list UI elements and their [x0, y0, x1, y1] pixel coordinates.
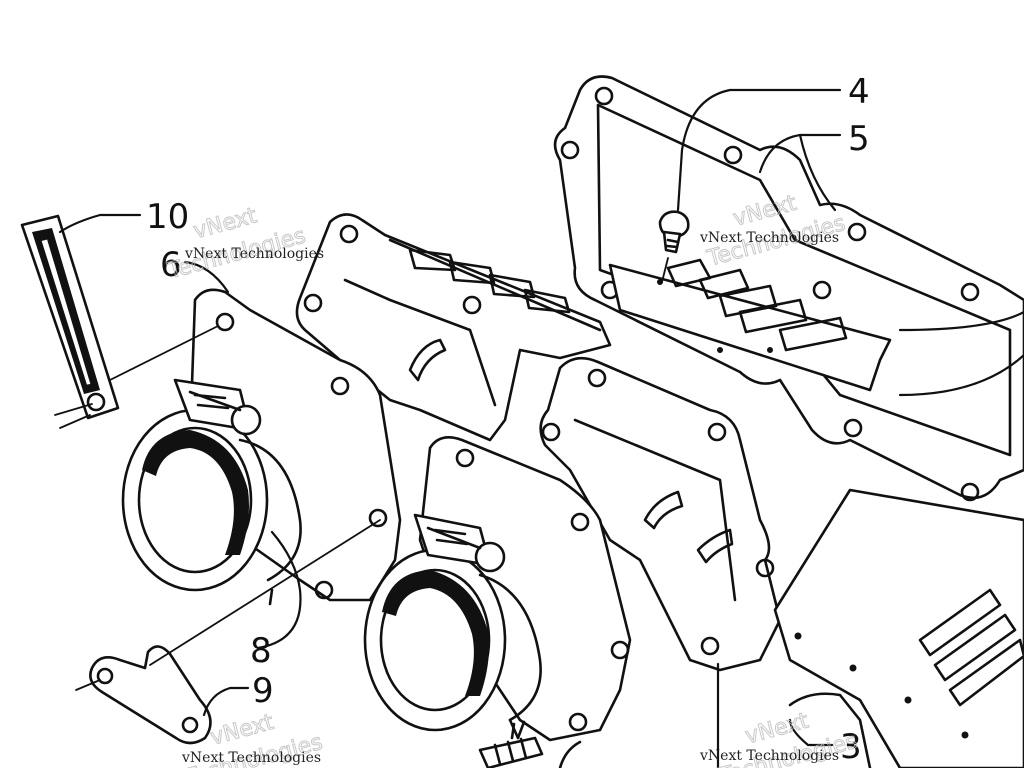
- svg-text:4: 4: [848, 72, 870, 112]
- callout-9: 9: [202, 671, 274, 717]
- watermark-text-top-left: vNext Technologies: [184, 246, 324, 262]
- callout-3: 3: [716, 662, 862, 768]
- bracket-part-9: [75, 645, 212, 745]
- intake-flange-right: [418, 436, 632, 742]
- svg-text:3: 3: [840, 727, 862, 767]
- edge-leaders: [898, 310, 1024, 397]
- intake-boot-right: [363, 548, 542, 740]
- bracket-part-10: [20, 214, 120, 420]
- svg-text:9: 9: [252, 671, 274, 711]
- mounting-studs: [268, 588, 516, 740]
- intake-boot-left: [121, 408, 302, 592]
- watermark-text-bottom-left: vNext Technologies: [181, 750, 321, 766]
- svg-text:10: 10: [146, 197, 189, 237]
- reed-plate-lower: [773, 488, 1024, 768]
- svg-text:6: 6: [160, 245, 182, 285]
- hose-clamp-left: [173, 378, 262, 436]
- bolt-bottom: [478, 736, 582, 768]
- watermark-text-top-right: vNext Technologies: [699, 230, 839, 246]
- callout-4: 4: [676, 72, 870, 212]
- hose-clamp-right: [413, 513, 506, 573]
- callout-5: 5: [758, 119, 870, 212]
- callout-8: 8: [250, 530, 302, 671]
- watermark-text-bottom-right: vNext Technologies: [699, 748, 839, 764]
- screw-part-4: [658, 210, 690, 283]
- callout-6: 6: [160, 245, 230, 294]
- svg-text:8: 8: [250, 631, 272, 671]
- callout-10: 10: [58, 197, 189, 237]
- svg-text:5: 5: [848, 119, 870, 159]
- assembly-lines: [59, 325, 381, 666]
- reed-cage-front: [539, 356, 782, 672]
